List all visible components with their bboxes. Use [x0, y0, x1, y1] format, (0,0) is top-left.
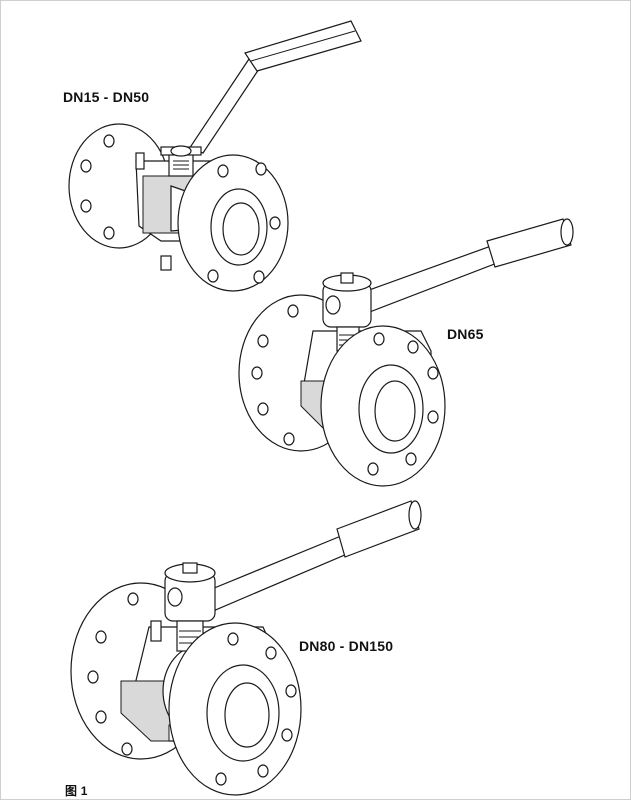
handle-arm[interactable]	[188, 58, 264, 154]
figure-caption: 图 1	[65, 784, 88, 798]
back-flange-bolt-holes	[251, 304, 299, 446]
handle-sleeve[interactable]	[486, 218, 572, 268]
stop-pin	[135, 152, 145, 170]
label-dn65: DN65	[447, 326, 484, 342]
handle-sleeve[interactable]	[336, 500, 420, 558]
front-flange-bolt-holes	[215, 632, 297, 786]
front-flange-bolt-holes	[207, 162, 281, 284]
stem-thread	[173, 160, 189, 170]
label-dn80-dn150: DN80 - DN150	[299, 638, 394, 654]
stop-pin	[150, 620, 162, 642]
valve-medium-dn65	[238, 218, 574, 487]
front-flange-bolt-holes	[367, 332, 439, 476]
hex-socket[interactable]	[340, 272, 354, 284]
drain-plug	[160, 255, 172, 271]
valve-large-dn80-dn150	[70, 500, 422, 796]
label-dn15-dn50: DN15 - DN50	[63, 89, 150, 105]
back-flange-bolt-holes	[87, 592, 139, 756]
stem-nut	[170, 145, 192, 157]
handle-tube[interactable]	[360, 245, 498, 314]
valve-small-dn15-dn50	[68, 20, 362, 292]
handle-tube[interactable]	[206, 535, 348, 612]
back-flange-bolt-holes	[80, 134, 115, 240]
hex-socket[interactable]	[182, 562, 198, 574]
